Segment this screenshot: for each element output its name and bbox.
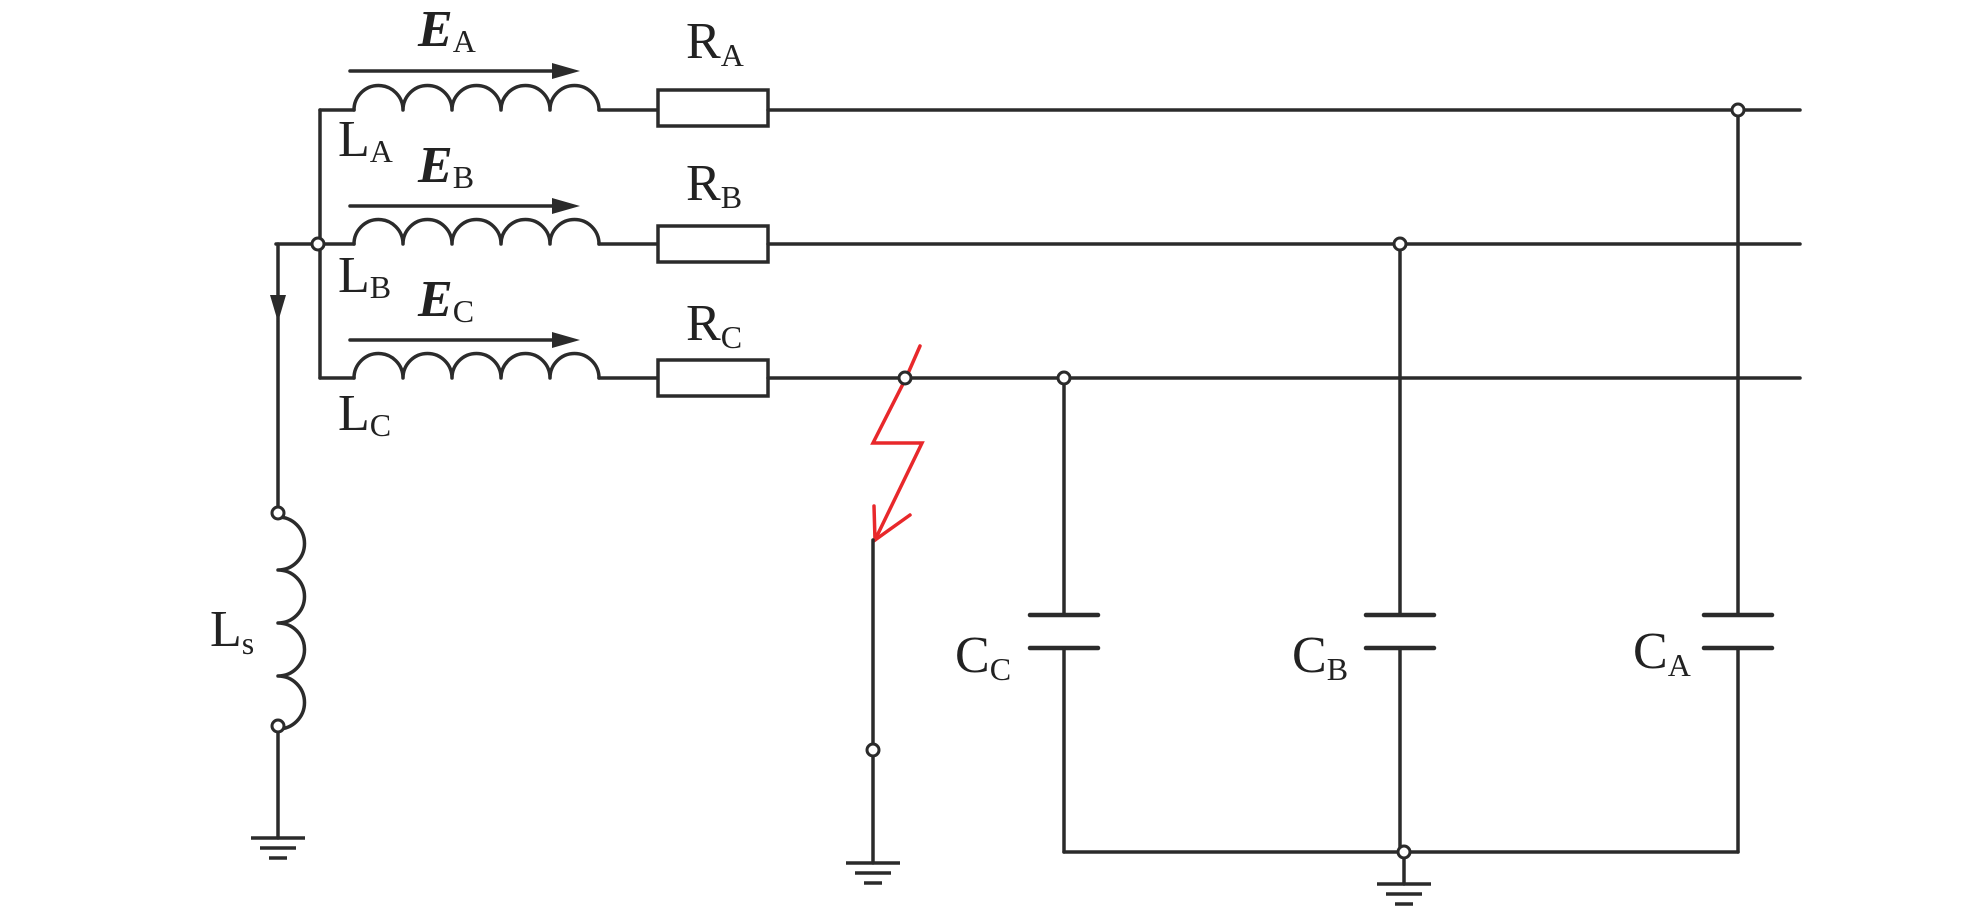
ground-ls-icon <box>251 836 305 860</box>
phase-b-line <box>274 217 1802 264</box>
label-cc: CC <box>955 627 1011 687</box>
inductor-la <box>352 83 601 112</box>
phase-b-tap-node <box>1392 236 1408 252</box>
inductor-lc <box>352 351 601 380</box>
ground-capacitor-icon <box>1377 850 1431 906</box>
emf-arrow-c <box>348 332 580 348</box>
fault-lightning-icon <box>870 344 925 542</box>
inductor-lb <box>352 217 601 246</box>
label-ec: EC <box>417 271 474 329</box>
label-ea: EA <box>417 1 476 59</box>
label-rc: RC <box>686 295 742 355</box>
capacitor-cb-branch <box>1363 242 1437 854</box>
label-rb: RB <box>686 155 742 215</box>
resistor-ra <box>656 88 770 128</box>
label-lb: LB <box>338 247 391 305</box>
fault-arrow-head-icon <box>872 504 912 544</box>
neutral-branch <box>270 242 307 840</box>
label-ls: Ls <box>210 601 254 661</box>
label-cb: CB <box>1292 627 1348 687</box>
ls-top-node <box>270 505 286 521</box>
label-eb: EB <box>417 137 474 195</box>
resistor-rc <box>656 358 770 398</box>
capacitor-ground-node <box>1396 844 1412 860</box>
phase-c-line <box>318 351 1802 398</box>
ls-bottom-node <box>270 718 286 734</box>
phase-a-tap-node <box>1730 102 1746 118</box>
phase-a-line <box>318 83 1802 128</box>
label-lc: LC <box>338 385 391 443</box>
fault-ground-node <box>865 742 881 758</box>
capacitor-cc-branch <box>1027 376 1101 854</box>
label-ca: CA <box>1633 623 1691 683</box>
resistor-rb <box>656 224 770 264</box>
emf-arrow-b <box>348 198 580 214</box>
fault-point-node <box>897 370 913 386</box>
inductor-ls <box>276 515 307 731</box>
capacitor-ca-branch <box>1701 108 1775 854</box>
fault-branch <box>846 344 925 885</box>
neutral-junction-node <box>310 236 326 252</box>
label-ra: RA <box>686 13 744 73</box>
current-arrow-icon <box>270 295 286 322</box>
label-la: LA <box>338 111 393 169</box>
emf-arrow-a <box>348 63 580 79</box>
phase-c-tap-node <box>1056 370 1072 386</box>
